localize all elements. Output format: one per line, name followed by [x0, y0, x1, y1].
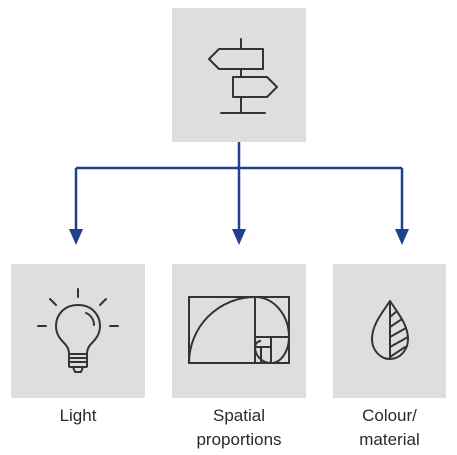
spatial-tile: [172, 264, 306, 398]
leaf-drop-icon: [370, 300, 409, 360]
arrowhead-colour: [395, 229, 409, 245]
colour-material-tile: [333, 264, 446, 398]
light-tile: [11, 264, 145, 398]
signpost-icon: [208, 38, 278, 114]
caption-colour-material: Colour/ material: [359, 406, 420, 449]
arrowhead-spatial: [232, 229, 246, 245]
caption-spatial-proportions: Spatial proportions: [196, 406, 282, 449]
golden-spiral-icon: [188, 296, 290, 364]
lightbulb-icon: [37, 288, 119, 373]
signpost-tile: [172, 8, 306, 142]
caption-light: Light: [59, 406, 97, 425]
arrowhead-light: [69, 229, 83, 245]
